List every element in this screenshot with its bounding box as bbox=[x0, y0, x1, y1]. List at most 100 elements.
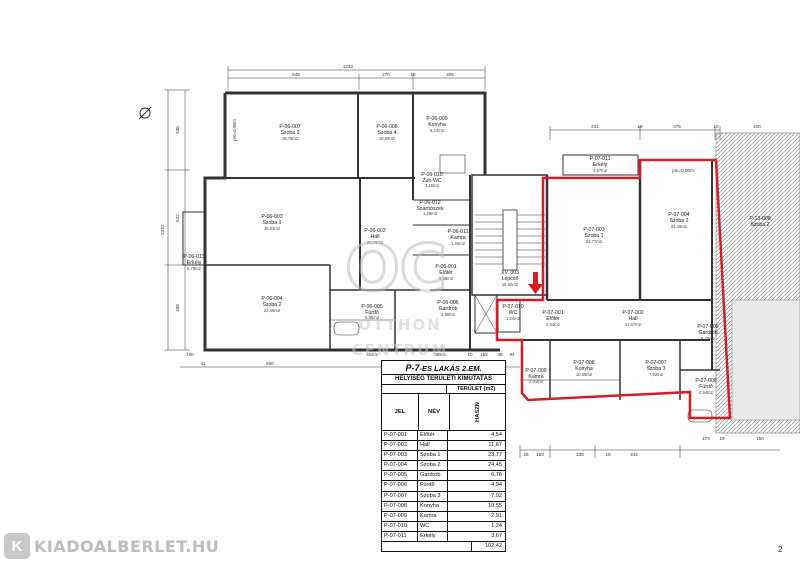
dim-left-2: 622 bbox=[175, 214, 180, 222]
site-watermark: K KIADOALBERLET.HU bbox=[4, 531, 244, 561]
room-labels: P-06-007 Szoba 3 18,78m2 P-06-008 Szoba … bbox=[183, 116, 770, 395]
room-name: Konyha bbox=[428, 122, 446, 128]
dim-r-4: 10 bbox=[713, 124, 719, 129]
dim-br-6: 179 bbox=[702, 436, 710, 441]
dim-b-3: 600 bbox=[266, 361, 274, 366]
room-id: P-07-007 bbox=[645, 360, 666, 366]
ceiling-note-left: pm=0,90m bbox=[232, 119, 237, 141]
room-area: 22,46m2 bbox=[264, 308, 281, 313]
room-name: Szoba 1 bbox=[262, 220, 281, 226]
apartment-highlight-outline bbox=[495, 158, 732, 420]
room-area: 24,45m2 bbox=[671, 224, 688, 229]
room-area: 4,99m2 bbox=[441, 312, 456, 317]
dim-b-8: 48 bbox=[497, 352, 503, 357]
room-area: 6,78m2 bbox=[187, 266, 202, 271]
room-id: P-06-003 bbox=[261, 214, 282, 220]
watermark-line2: CENTRUM bbox=[352, 341, 449, 359]
room-id: P-07-005 bbox=[697, 324, 718, 330]
dim-b-7: 152 bbox=[480, 352, 488, 357]
room-area: 3,67m2 bbox=[593, 168, 608, 173]
room-id: P-07-006 bbox=[695, 378, 716, 384]
room-name: Szoba 2 bbox=[750, 222, 769, 228]
room-id: P-06-004 bbox=[261, 296, 282, 302]
room-id: P-06-009 bbox=[426, 116, 447, 122]
dim-top-2: 270 bbox=[382, 72, 390, 77]
room-id: P-06-001 bbox=[435, 264, 456, 270]
room-area: 10,59m2 bbox=[379, 136, 396, 141]
room-area: 1,94m2 bbox=[451, 241, 466, 246]
room-name: Szoba 4 bbox=[377, 130, 396, 136]
room-name: Szoba 3 bbox=[280, 130, 299, 136]
room-name: Lépcső bbox=[502, 276, 519, 282]
page-number: 2 bbox=[778, 545, 783, 554]
room-id: P-06-012 bbox=[419, 200, 440, 206]
room-name: Szoba 3 bbox=[646, 366, 665, 372]
dim-left-1: 435 bbox=[175, 126, 180, 134]
dim-r-3: 375 bbox=[673, 124, 681, 129]
right-apartment-walls bbox=[497, 154, 720, 423]
dim-b-4: 405,5 bbox=[366, 352, 378, 357]
room-name: Szoba 2 bbox=[669, 218, 688, 224]
area-table: P-7-ES LAKÁS 2.EM. HELYISÉG TERÜLETI KIM… bbox=[381, 360, 506, 553]
ceiling-note: pm=0,90m bbox=[672, 168, 694, 173]
watermark-logo: OC bbox=[345, 232, 446, 306]
dim-top-4: 305 bbox=[446, 72, 454, 77]
room-id: P-06-010 bbox=[421, 172, 442, 178]
room-name: Kamra bbox=[450, 235, 465, 241]
room-name: Kamra bbox=[528, 374, 543, 380]
room-name: WC bbox=[509, 310, 518, 316]
dim-br-1: 26 bbox=[523, 452, 529, 457]
dim-top-total: 1242 bbox=[343, 64, 354, 69]
room-name: Hall bbox=[629, 316, 638, 322]
room-name: Erkély bbox=[187, 260, 202, 266]
neighbor-balcony bbox=[731, 299, 800, 421]
dim-b-6: 10 bbox=[467, 352, 473, 357]
dim-left-total: 1310 bbox=[160, 224, 165, 235]
room-id: P-07-010 bbox=[502, 304, 523, 310]
col-name-header: NÉV bbox=[419, 394, 450, 430]
room-area: 4,94m2 bbox=[699, 390, 714, 395]
room-name: Hall bbox=[371, 234, 380, 240]
table-total-row: 102,42 bbox=[382, 542, 505, 552]
room-id: P-07-009 bbox=[525, 368, 546, 374]
table-title: HELYISÉG TERÜLETI KIMUTATÁS bbox=[382, 375, 505, 385]
room-id: XV. 003 bbox=[501, 270, 519, 276]
room-area: 6,95m2 bbox=[365, 315, 380, 320]
room-id: P-07-003 bbox=[583, 227, 604, 233]
room-name: Fürdő bbox=[699, 384, 713, 390]
left-apartment-walls bbox=[182, 91, 500, 352]
dim-r-1: 431 bbox=[591, 124, 599, 129]
room-area: 3,10m2 bbox=[425, 183, 440, 188]
room-id: P-06-006 bbox=[437, 300, 458, 306]
dim-top-1: 648 bbox=[292, 72, 300, 77]
red-arrow-icon bbox=[528, 272, 543, 294]
room-area: 11,67m2 bbox=[625, 322, 642, 327]
room-area: 1,24m2 bbox=[506, 316, 521, 321]
room-name: Előtér bbox=[439, 270, 453, 276]
room-id: P-07-008 bbox=[573, 360, 594, 366]
dim-br-8: 150 bbox=[756, 436, 764, 441]
room-id: P-13-008 bbox=[749, 216, 770, 222]
dim-left-3: 408 bbox=[175, 304, 180, 312]
table-column-headers: JEL NÉV HASZN bbox=[382, 394, 505, 431]
room-area: 35,63m2 bbox=[264, 226, 281, 231]
dim-br-4: 19 bbox=[605, 452, 611, 457]
floor-label: P-7 bbox=[405, 363, 420, 373]
dimension-texts: 1242 648 270 19 305 431 19 375 10 400 13… bbox=[160, 64, 764, 457]
room-id: P-07-001 bbox=[542, 310, 563, 316]
table-header: P-7-ES LAKÁS 2.EM. bbox=[382, 361, 505, 375]
room-id: P-07-011 bbox=[590, 156, 611, 162]
room-area: 8,74m2 bbox=[430, 128, 445, 133]
room-name: Zuh-WC bbox=[422, 178, 442, 184]
room-area: 1,28m2 bbox=[423, 211, 438, 216]
room-area: 7,92m2 bbox=[649, 372, 664, 377]
room-area: 18,78m2 bbox=[282, 136, 299, 141]
dim-br-3: 335 bbox=[576, 452, 584, 457]
